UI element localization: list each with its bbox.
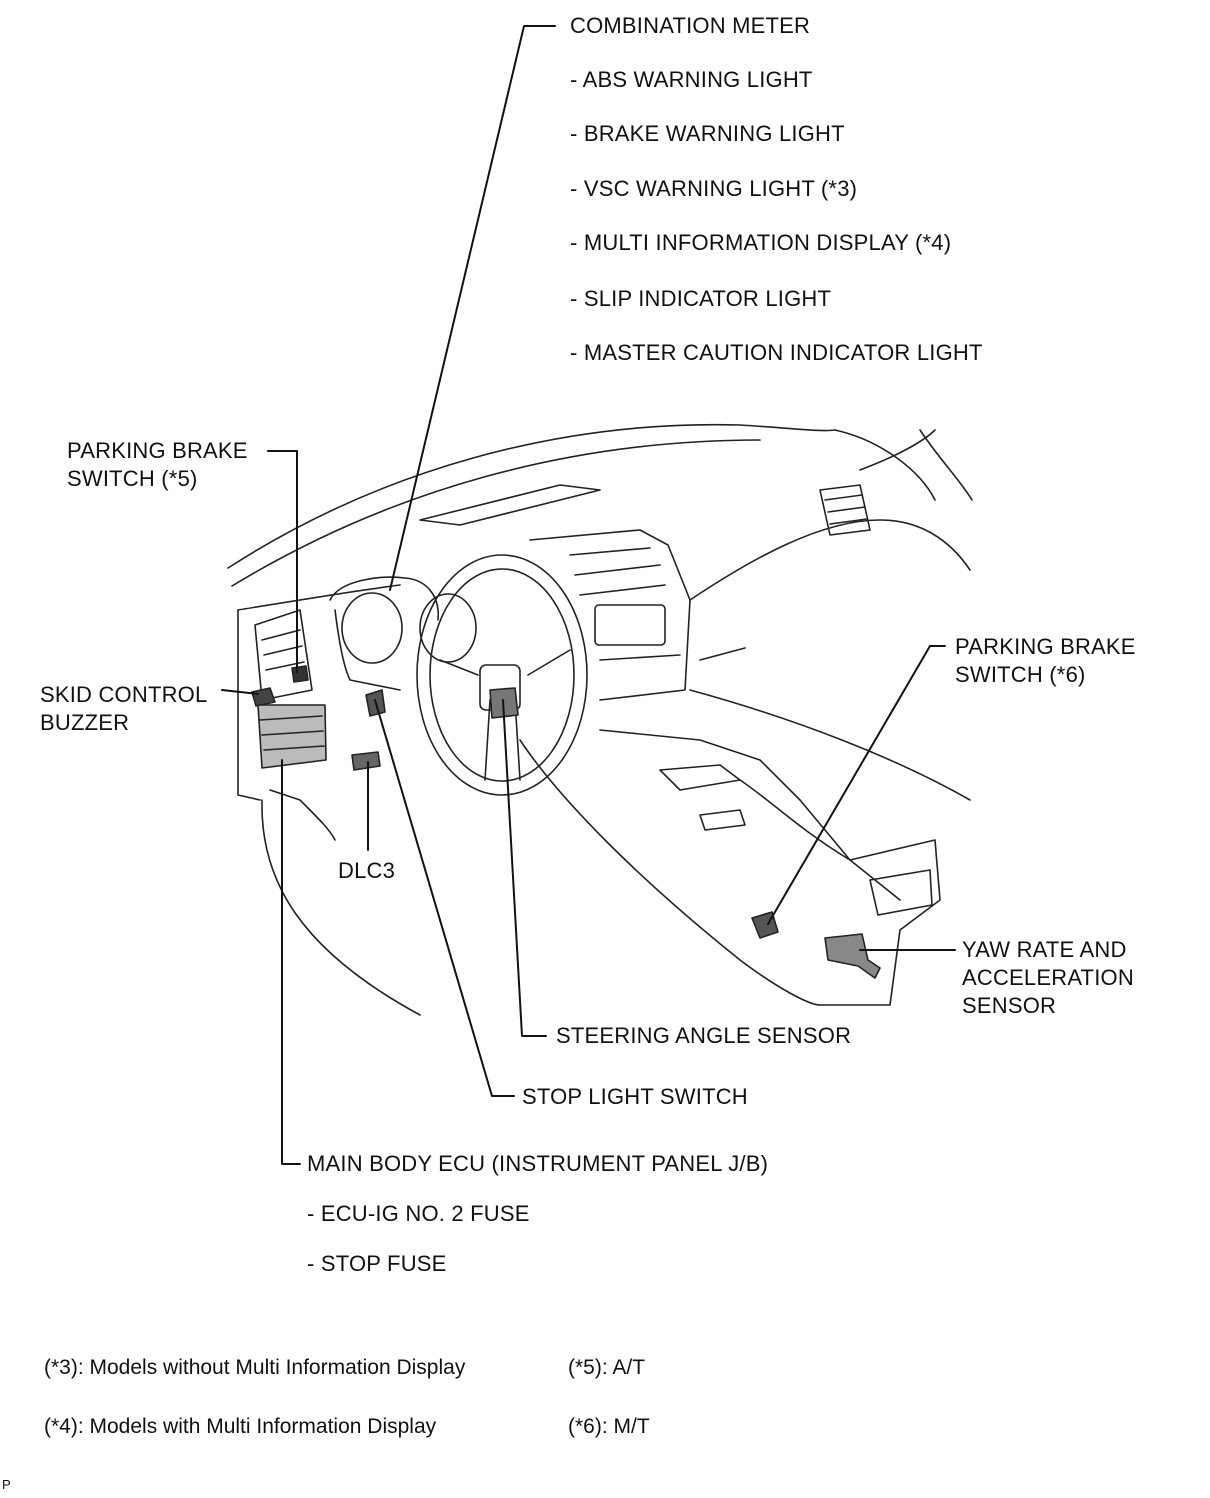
label-yaw-rate-line2: ACCELERATION	[962, 965, 1134, 990]
label-ecu-item: - ECU-IG NO. 2 FUSE	[307, 1201, 530, 1226]
label-parking-brake-switch-at-line1: PARKING BRAKE	[67, 438, 248, 463]
label-parking-brake-switch-at-line2: SWITCH (*5)	[67, 466, 198, 491]
label-skid-control-buzzer-line2: BUZZER	[40, 710, 130, 735]
footnote-3: (*3): Models without Multi Information D…	[44, 1356, 466, 1379]
lower-console-outline	[519, 739, 821, 1006]
combination-meter-outline	[329, 576, 440, 621]
label-meter-item: - MULTI INFORMATION DISPLAY (*4)	[570, 230, 952, 255]
label-parking-brake-switch-mt-line2: SWITCH (*6)	[955, 662, 1086, 687]
corner-mark: P	[2, 1477, 11, 1492]
label-parking-brake-switch-mt-line1: PARKING BRAKE	[955, 634, 1136, 659]
parking-switch-5-shape	[291, 665, 309, 683]
label-meter-item: - BRAKE WARNING LIGHT	[570, 121, 845, 146]
label-ecu-item: - STOP FUSE	[307, 1251, 447, 1276]
footnote-4: (*4): Models with Multi Information Disp…	[44, 1415, 437, 1438]
label-skid-control-buzzer-line1: SKID CONTROL	[40, 682, 208, 707]
label-meter-item: - SLIP INDICATOR LIGHT	[570, 286, 832, 311]
footnote-6: (*6): M/T	[568, 1415, 650, 1438]
dash-top-outline	[227, 423, 836, 569]
skid-buzzer-shape	[251, 687, 276, 707]
steering-wheel-outline	[416, 554, 588, 796]
dlc3-shape	[351, 751, 381, 771]
label-meter-item: - ABS WARNING LIGHT	[570, 67, 813, 92]
ecu-block-shape	[257, 704, 327, 769]
left-panel-outline	[237, 609, 261, 801]
footnote-5: (*5): A/T	[568, 1356, 646, 1379]
label-dlc3: DLC3	[338, 858, 396, 883]
parking-switch-6-shape	[751, 911, 779, 939]
leader-lines	[221, 25, 956, 1165]
label-yaw-rate-line1: YAW RATE AND	[962, 937, 1127, 962]
label-steering-angle-sensor: STEERING ANGLE SENSOR	[556, 1023, 852, 1048]
label-combination-meter: COMBINATION METER	[570, 13, 811, 38]
label-meter-item: - VSC WARNING LIGHT (*3)	[570, 176, 858, 201]
yaw-rate-sensor-shape	[824, 933, 881, 979]
label-main-body-ecu: MAIN BODY ECU (INSTRUMENT PANEL J/B)	[307, 1151, 769, 1176]
label-meter-item: - MASTER CAUTION INDICATOR LIGHT	[570, 340, 983, 365]
label-stop-light-switch: STOP LIGHT SWITCH	[522, 1084, 748, 1109]
center-stack-outline	[529, 529, 691, 701]
label-yaw-rate-line3: SENSOR	[962, 993, 1057, 1018]
